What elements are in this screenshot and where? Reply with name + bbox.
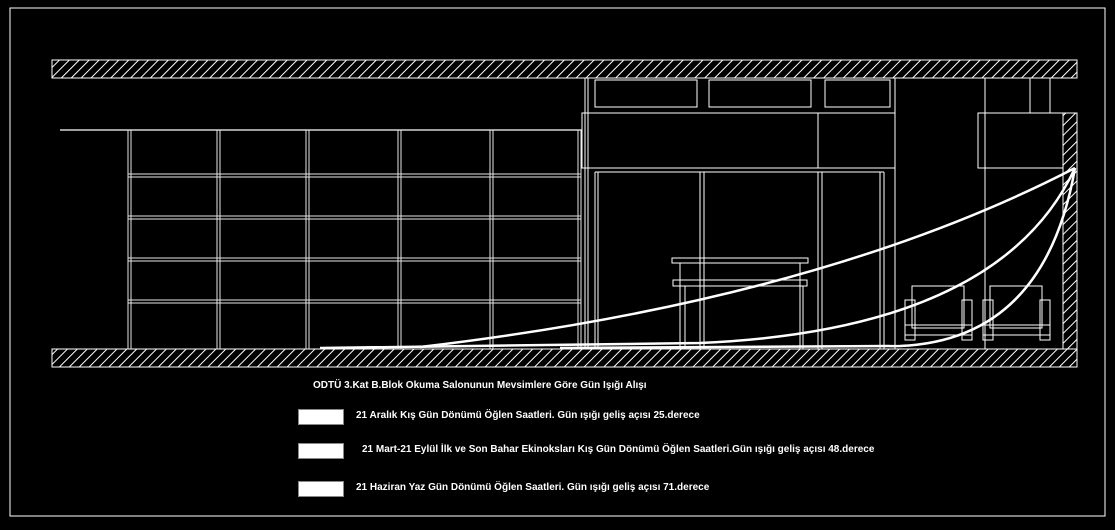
summer-solstice-curve	[559, 167, 1077, 350]
winter-solstice-curve	[419, 166, 1076, 349]
legend-swatch	[298, 409, 344, 425]
legend-swatch	[298, 443, 344, 459]
equinox-curve	[319, 167, 1077, 350]
drawing-title: ODTÜ 3.Kat B.Blok Okuma Salonunun Mevsim…	[313, 380, 647, 391]
legend-swatch	[298, 481, 344, 497]
right-wall	[1062, 112, 1078, 350]
drawing-frame	[9, 7, 1106, 517]
bookshelf-grid	[127, 130, 582, 349]
reading-table	[671, 257, 809, 349]
sunlight-curves	[319, 166, 1077, 350]
legend-label: 21 Aralık Kış Gün Dönümü Öğlen Saatleri.…	[356, 410, 700, 421]
legend-item-equinox: 21 Mart-21 Eylül İlk ve Son Bahar Ekinok…	[298, 442, 1018, 460]
legend-item-summer: 21 Haziran Yaz Gün Dönümü Öğlen Saatleri…	[298, 480, 818, 498]
floor-slab	[51, 348, 1078, 368]
legend-item-winter: 21 Aralık Kış Gün Dönümü Öğlen Saatleri.…	[298, 408, 818, 426]
legend-label: 21 Mart-21 Eylül İlk ve Son Bahar Ekinok…	[362, 444, 875, 455]
chairs	[904, 285, 1051, 341]
legend-label: 21 Haziran Yaz Gün Dönümü Öğlen Saatleri…	[356, 482, 710, 493]
ceiling-slab	[51, 59, 1078, 79]
window-wall	[581, 78, 1064, 349]
